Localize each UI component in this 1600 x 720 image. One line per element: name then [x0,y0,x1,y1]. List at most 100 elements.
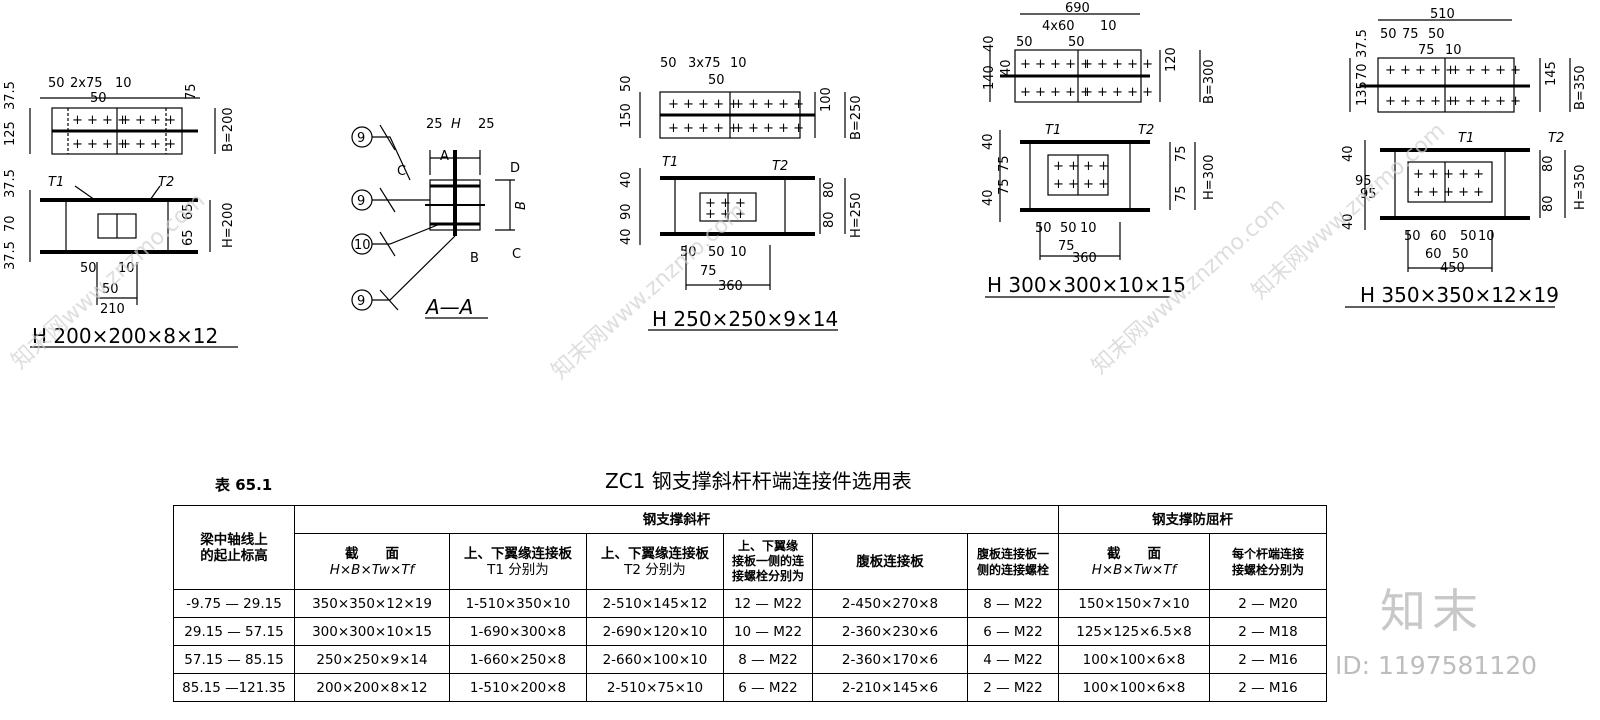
t2-label: T2 [772,159,788,174]
bolt-marks: + + + ++ + + + + + + ++ + + + + + + + ++… [72,57,1521,222]
dim: 75 [997,155,1012,172]
svg-text:+ + + +: + + + + [1053,177,1109,192]
dim: 90 [619,203,634,220]
dim: 40 [619,171,634,188]
dim: 75 [184,83,199,100]
part-letter: A [440,149,449,164]
header-brb-group: 钢支撑防屈杆 [1058,505,1327,534]
t1-label: T1 [48,175,64,190]
dim: B=350 [1573,65,1588,110]
dim: 50 [1404,229,1421,244]
svg-text:+ + + +: + + + + [120,113,176,128]
dim: 95 [1360,187,1377,202]
dim: 50 [1035,221,1052,236]
section-caption: H 200×200×8×12 [32,324,218,348]
dim: 60 [1430,229,1447,244]
dim: 60 [1425,247,1442,262]
svg-text:+ + + + +: + + + + + [1082,85,1153,100]
dim: 37.5 [3,81,18,110]
dim: 140 [982,65,997,90]
dim: 50 [660,56,677,71]
dim: 10 [1445,43,1462,58]
dim: 210 [100,302,125,317]
dim: 510 [1430,7,1455,22]
dim: 50 [90,91,107,106]
header-web-bolts: 腹板连接板一侧的连接螺栓 [967,533,1059,590]
callout-number: 9 [357,131,365,146]
dim: 360 [1072,251,1097,266]
dim: 40 [1341,213,1356,230]
svg-text:+ + + +: + + + + [1053,159,1109,174]
svg-text:+ + + + +: + + + + + [1020,57,1091,72]
section-h350 [1345,19,1571,308]
dim: B=300 [1202,59,1217,104]
t1-label: T1 [1458,131,1474,146]
header-elevation: 梁中轴线上的起止标高 [173,505,295,590]
dim: 4x60 [1042,19,1075,34]
header-web-plate: 腹板连接板 [812,533,968,590]
dim: H=350 [1573,165,1588,210]
part-letter: B [470,251,479,266]
svg-text:+ + + + +: + + + + + [1385,94,1456,109]
dim: 75 [1402,27,1419,42]
dim: 75 [700,264,717,279]
dim: 50 [708,245,725,260]
dim: 75 [1418,43,1435,58]
dim: 40 [981,189,996,206]
dim: 40 [982,35,997,52]
table-label: 表 65.1 [215,476,273,494]
dim: 360 [718,279,743,294]
dim: 50 [708,73,725,88]
dim: 70 [1355,63,1370,80]
dim: 80 [822,211,837,228]
dim: 50 [80,261,97,276]
dim: 125 [3,121,18,146]
dim: 37.5 [1355,29,1370,58]
dim: 135 [1355,81,1370,106]
t2-label: T2 [1138,123,1154,138]
dim: 690 [1065,1,1090,16]
dim: 75 [1174,145,1189,162]
dim: 10 [1478,229,1495,244]
section-caption: H 300×300×10×15 [987,273,1186,297]
svg-text:+ + + +: + + + + [120,137,176,152]
dim: 80 [822,181,837,198]
dim: 100 [819,87,834,112]
dim: H=250 [849,193,864,238]
dim: 10 [1100,19,1117,34]
part-letter: C [397,164,406,179]
t2-label: T2 [158,175,174,190]
dim: 3x75 [688,56,721,71]
svg-text:+ + + + +: + + + + + [1385,63,1456,78]
dim: 75 [1058,239,1075,254]
dim: 65 [181,229,196,246]
dim: 80 [1541,195,1556,212]
dim: 80 [1541,155,1556,172]
dim: 50 [48,76,65,91]
dim: 50 [1452,247,1469,262]
dim: 95 [1355,174,1372,189]
t2-label: T2 [1548,131,1564,146]
part-letter: C [512,247,521,262]
dim: 10 [1080,221,1097,236]
section-a-a [351,124,515,319]
dim: 75 [1174,185,1189,202]
dim: B [514,201,529,210]
dim: 40 [999,59,1014,76]
section-h200 [29,97,238,348]
dim: 450 [1440,261,1465,276]
dim: 50 [1068,35,1085,50]
part-letter: D [510,161,520,176]
dim: 50 [619,75,634,92]
dim: 50 [1016,35,1033,50]
table-title: ZC1 钢支撑斜杆杆端连接件选用表 [605,469,912,493]
svg-text:+ + + + +: + + + + + [1020,85,1091,100]
svg-text:+ + + + +: + + + + + [1413,185,1484,200]
dim: H=300 [1202,155,1217,200]
